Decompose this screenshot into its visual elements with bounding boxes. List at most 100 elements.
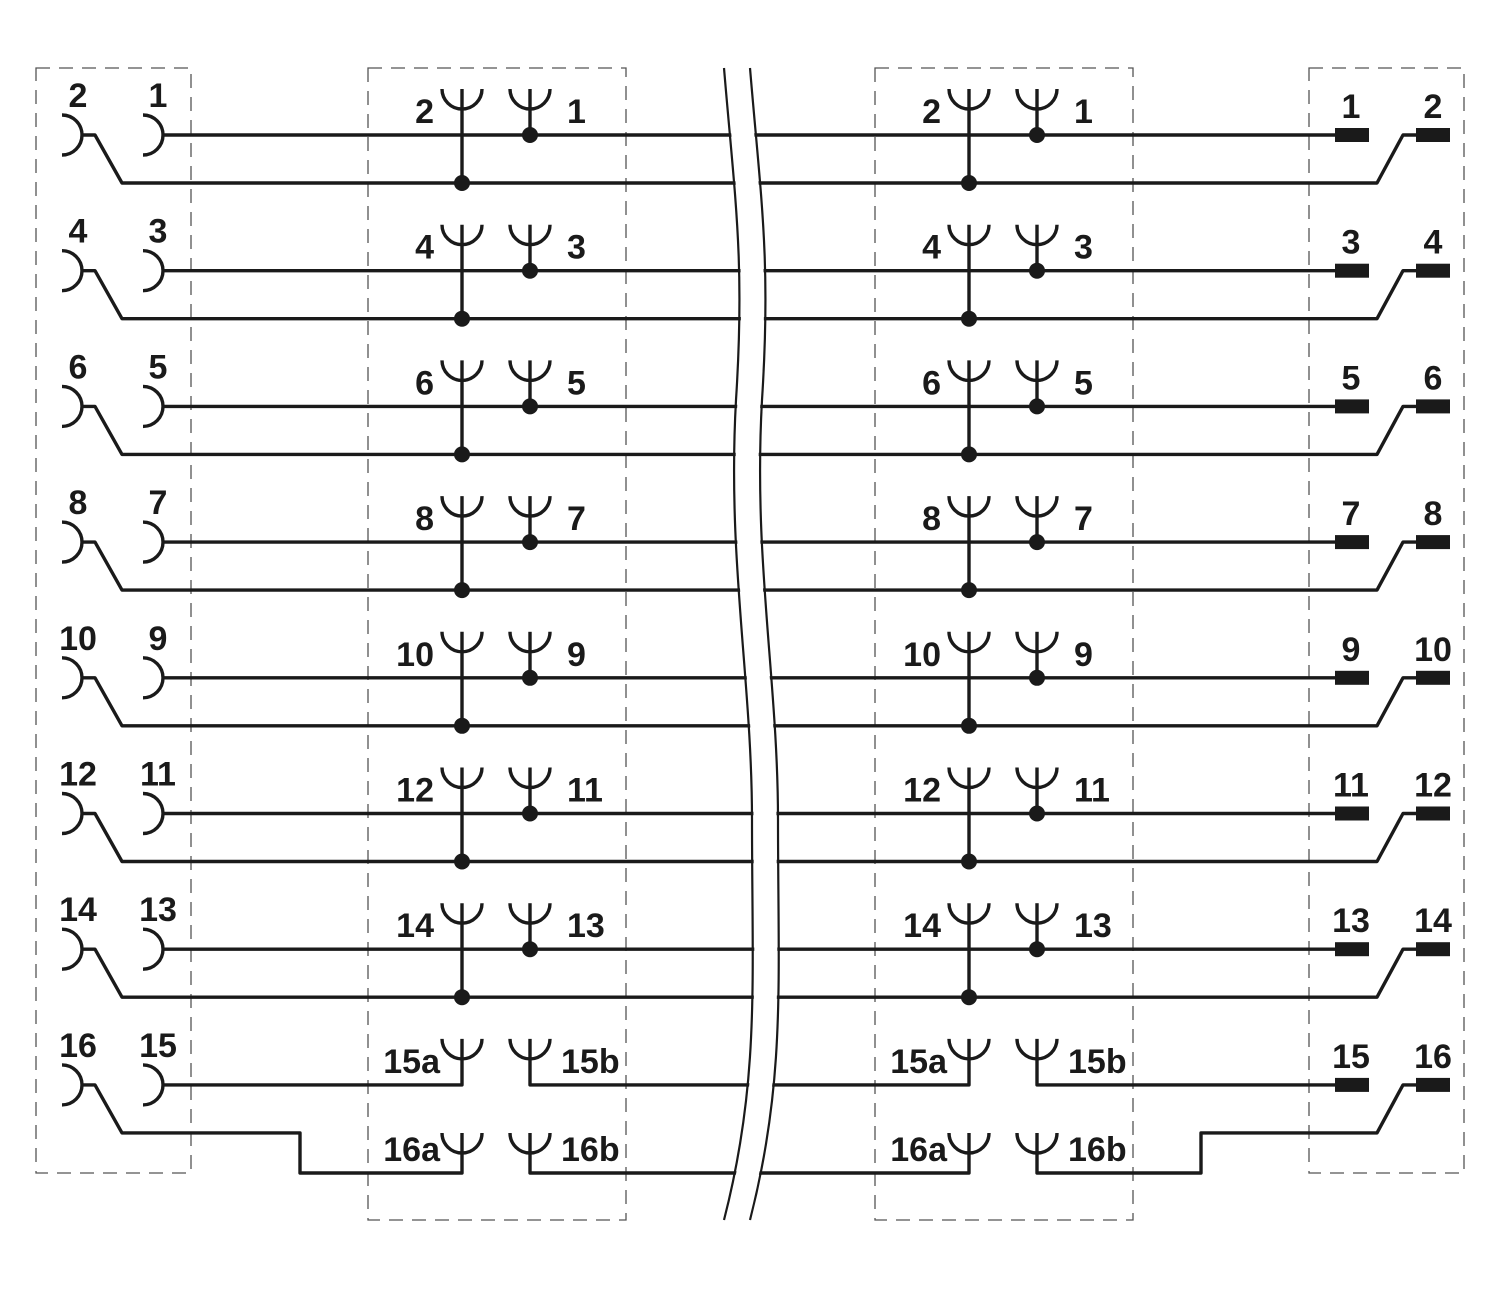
- pin-contact-icon: [1416, 535, 1450, 550]
- fork-contact-icon: [440, 1038, 484, 1061]
- socket-contact-icon: [142, 384, 165, 429]
- splice-contact-label: 15b: [561, 1043, 620, 1081]
- splice-contact-label: 16b: [561, 1131, 620, 1169]
- junction-dot: [522, 805, 538, 822]
- inner-conductor: [1035, 1038, 1335, 1087]
- fork-contact-icon: [508, 360, 552, 383]
- socket-contact-icon: [142, 1063, 165, 1107]
- right-contact-label: 8: [1424, 495, 1443, 533]
- cable-break-mask: [725, 68, 778, 1220]
- splice-contact-label: 5: [1074, 364, 1093, 402]
- pin-contact-icon: [1416, 806, 1450, 821]
- pin-contact-icon: [1335, 263, 1369, 278]
- socket-contact-icon: [61, 384, 84, 429]
- fork-contact-icon: [508, 496, 552, 518]
- junction-dot: [454, 582, 470, 599]
- outer-conductor: [82, 947, 1416, 999]
- junction-dot: [454, 989, 470, 1006]
- right-contact-label: 13: [1332, 902, 1370, 940]
- junction-dot: [1029, 127, 1045, 143]
- junction-dot: [1029, 805, 1045, 822]
- left-contact-label: 11: [140, 756, 176, 794]
- fork-contact-icon: [508, 767, 552, 790]
- splice-contact-label: 7: [1074, 500, 1093, 538]
- fork-contact-icon: [1015, 767, 1059, 790]
- socket-contact-icon: [142, 927, 165, 971]
- junction-dot: [522, 127, 538, 143]
- fork-contact-icon: [1015, 224, 1059, 247]
- socket-contact-icon: [61, 927, 84, 971]
- right-contact-label: 10: [1414, 631, 1452, 669]
- splice-contact-label: 3: [567, 229, 586, 267]
- outer-conductor: [82, 811, 1416, 864]
- inner-conductor: [163, 1038, 464, 1087]
- right-contact-label: 12: [1414, 767, 1452, 805]
- splice-contact-label: 12: [396, 772, 434, 810]
- fork-contact-icon: [508, 88, 552, 111]
- fork-contact-icon: [440, 224, 484, 247]
- socket-contact-icon: [142, 113, 165, 157]
- fork-contact-icon: [1015, 631, 1059, 654]
- splice-contact-label: 9: [567, 636, 586, 674]
- pin-contact-icon: [1335, 535, 1369, 550]
- left-contact-label: 8: [69, 484, 88, 522]
- junction-dot: [961, 310, 977, 327]
- junction-dot: [522, 669, 538, 686]
- junction-dot: [961, 175, 977, 191]
- junction-dot: [522, 941, 538, 958]
- left-contact-label: 3: [149, 213, 168, 251]
- fork-contact-icon: [1015, 1038, 1059, 1061]
- outer-conductor: [82, 1083, 464, 1175]
- fork-contact-icon: [947, 496, 991, 518]
- wavy-break-icon: [748, 67, 780, 1221]
- socket-contact-icon: [142, 656, 165, 700]
- splice-contact-label: 7: [567, 500, 586, 538]
- junction-dot: [961, 853, 977, 870]
- right-contact-label: 2: [1424, 88, 1443, 126]
- junction-dot: [454, 717, 470, 734]
- right-contact-label: 7: [1342, 495, 1361, 533]
- socket-contact-icon: [61, 520, 84, 564]
- left-contact-label: 15: [139, 1027, 177, 1065]
- socket-contact-icon: [61, 249, 84, 293]
- splice-contact-label: 4: [922, 229, 941, 267]
- fork-contact-icon: [440, 903, 484, 925]
- pin-contact-icon: [1335, 399, 1369, 414]
- fork-contact-icon: [440, 360, 484, 383]
- left-contact-label: 9: [149, 620, 168, 658]
- fork-contact-icon: [1015, 88, 1059, 111]
- splice-contact-label: 16a: [890, 1131, 948, 1169]
- right-contact-label: 9: [1342, 631, 1361, 669]
- pin-contact-icon: [1416, 128, 1450, 142]
- splice-contact-label: 16b: [1068, 1131, 1127, 1169]
- left-contact-label: 6: [69, 348, 88, 386]
- right-contact-label: 5: [1342, 359, 1361, 397]
- left-contact-label: 1: [149, 77, 168, 115]
- junction-dot: [522, 262, 538, 279]
- splice-contact-label: 8: [922, 500, 941, 538]
- fork-contact-icon: [1015, 360, 1059, 383]
- splice-contact-label: 2: [415, 93, 434, 131]
- pin-contact-icon: [1416, 399, 1450, 414]
- right-contact-label: 11: [1333, 767, 1369, 805]
- left-connector-box: [35, 67, 192, 1174]
- splice-contact-label: 16a: [383, 1131, 441, 1169]
- fork-contact-icon: [508, 224, 552, 247]
- right-contact-label: 3: [1342, 224, 1361, 262]
- fork-contact-icon: [508, 1132, 552, 1155]
- splice-contact-label: 8: [415, 500, 434, 538]
- right-contact-label: 16: [1414, 1038, 1452, 1076]
- socket-contact-icon: [142, 791, 165, 836]
- fork-contact-icon: [1015, 1132, 1059, 1155]
- fork-contact-icon: [440, 1132, 484, 1155]
- right-contact-label: 14: [1414, 902, 1452, 940]
- junction-dot: [1029, 669, 1045, 686]
- fork-contact-icon: [947, 1038, 991, 1061]
- left-contact-label: 4: [69, 213, 88, 251]
- socket-contact-icon: [142, 249, 165, 293]
- splice-contact-label: 14: [396, 907, 434, 945]
- fork-contact-icon: [508, 903, 552, 925]
- symbols-layer: [61, 88, 1450, 1155]
- pin-contact-icon: [1416, 1077, 1450, 1092]
